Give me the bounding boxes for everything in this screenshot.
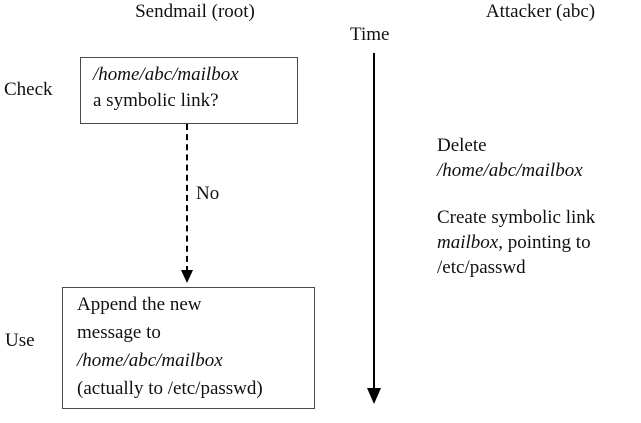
attacker-action-delete-verb: Delete: [437, 135, 487, 156]
attacker-action-delete: Delete /home/abc/mailbox: [437, 133, 583, 183]
attacker-column-title: Attacker (abc): [485, 1, 596, 22]
attacker-action-create-verb: Create symbolic link: [437, 207, 596, 228]
use-box-path: /home/abc/mailbox: [77, 350, 223, 371]
use-box-line1: Append the new: [77, 294, 202, 315]
use-step-box: Append the new message to /home/abc/mail…: [62, 287, 315, 409]
time-axis-line: [373, 53, 375, 390]
use-box-line2: message to: [77, 322, 161, 343]
attacker-action-pointing-to: , pointing to: [498, 232, 591, 253]
attacker-action-target-path: /etc/passwd: [437, 257, 526, 278]
time-axis-label: Time: [350, 24, 390, 45]
check-box-question: a symbolic link?: [93, 90, 219, 111]
flow-arrow-line: [186, 124, 188, 272]
stage-label-check: Check: [4, 79, 53, 100]
attacker-action-delete-path: /home/abc/mailbox: [437, 160, 583, 181]
flow-arrow-label-no: No: [196, 183, 220, 204]
check-step-box: /home/abc/mailbox a symbolic link?: [80, 57, 298, 124]
use-box-note: (actually to /etc/passwd): [77, 378, 263, 399]
stage-label-use: Use: [5, 330, 35, 351]
time-axis-arrow-head-icon: [367, 388, 381, 404]
check-box-text: /home/abc/mailbox a symbolic link?: [93, 62, 239, 114]
sendmail-column-title: Sendmail (root): [135, 1, 255, 22]
flow-arrow-head-icon: [181, 270, 193, 283]
attacker-action-create-symlink: Create symbolic link mailbox, pointing t…: [437, 205, 595, 280]
attacker-action-symlink-name: mailbox: [437, 232, 499, 253]
use-box-text: Append the new message to /home/abc/mail…: [77, 291, 263, 403]
check-box-path: /home/abc/mailbox: [93, 64, 239, 85]
